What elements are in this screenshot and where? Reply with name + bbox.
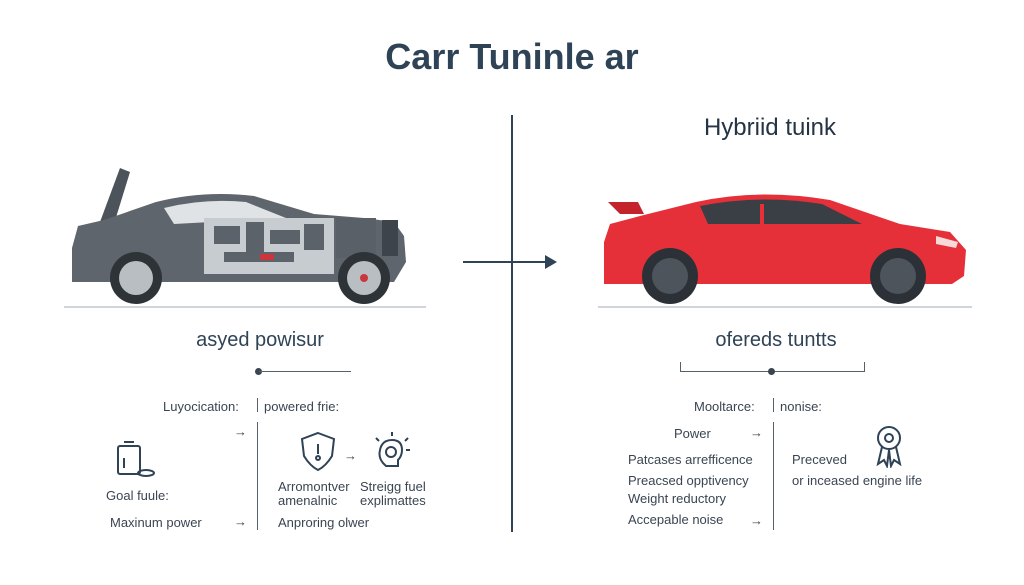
left-subhead: asyed powisur — [196, 329, 324, 351]
shield-icon — [298, 430, 338, 472]
left-ground-line — [64, 306, 426, 308]
fuel-can-icon — [114, 438, 156, 480]
right-bracket-right — [864, 362, 865, 372]
chevron-right-icon: → — [750, 513, 763, 528]
lightbulb-head-icon — [370, 430, 414, 474]
right-result-1: Preceved — [792, 452, 847, 467]
right-header-divider — [773, 398, 774, 412]
center-divider — [511, 115, 513, 532]
right-bracket-left — [680, 362, 681, 372]
goal-fuel-label: Goal fuule: — [106, 488, 169, 503]
right-item-3: Preacsed opptivency — [628, 473, 749, 488]
right-header-value: nonise: — [780, 399, 822, 414]
chevron-right-icon: → — [234, 514, 247, 529]
left-connector-line — [259, 371, 351, 372]
bottom-text: Anproring olwer — [278, 515, 370, 530]
right-connector-dot — [768, 368, 775, 375]
right-item-power: Power — [674, 426, 711, 441]
fuel-text-2: explimattes — [360, 493, 426, 508]
flow-arrow-icon: → — [344, 448, 357, 463]
left-connector-dot — [255, 368, 262, 375]
chevron-right-icon: → — [750, 425, 763, 440]
left-header-label: Luyocication: — [163, 399, 239, 414]
chevron-right-icon: → — [234, 424, 247, 439]
medal-icon — [872, 424, 906, 468]
arromontver-text: Arromontver — [278, 479, 350, 494]
right-item-4: Weight reductory — [628, 491, 727, 506]
right-header-label: Mooltarce: — [694, 399, 755, 414]
left-details-divider — [257, 422, 258, 530]
right-item-5: Accepable noise — [628, 512, 724, 527]
left-header-divider — [257, 398, 258, 412]
amenalnic-text: amenalnic — [278, 493, 338, 508]
left-header-value: powered frie: — [264, 399, 340, 414]
right-details-divider — [773, 422, 774, 530]
right-ground-line — [598, 306, 972, 308]
right-result-2: or inceased engine life — [792, 473, 923, 488]
fuel-text-1: Streigg fuel — [360, 479, 426, 494]
gray-tuned-car-image — [64, 160, 424, 315]
right-subhead: ofereds tuntts — [715, 329, 837, 351]
page-title: Carr Tuninle ar — [385, 36, 639, 77]
transition-arrow-line — [463, 261, 547, 263]
max-power-label: Maxinum power — [110, 515, 202, 530]
hybrid-section-title: Hybriid tuink — [703, 114, 837, 141]
right-item-2: Patcases arrefficence — [628, 452, 753, 467]
arrow-right-icon — [545, 255, 557, 269]
red-hybrid-car-image — [600, 180, 972, 315]
